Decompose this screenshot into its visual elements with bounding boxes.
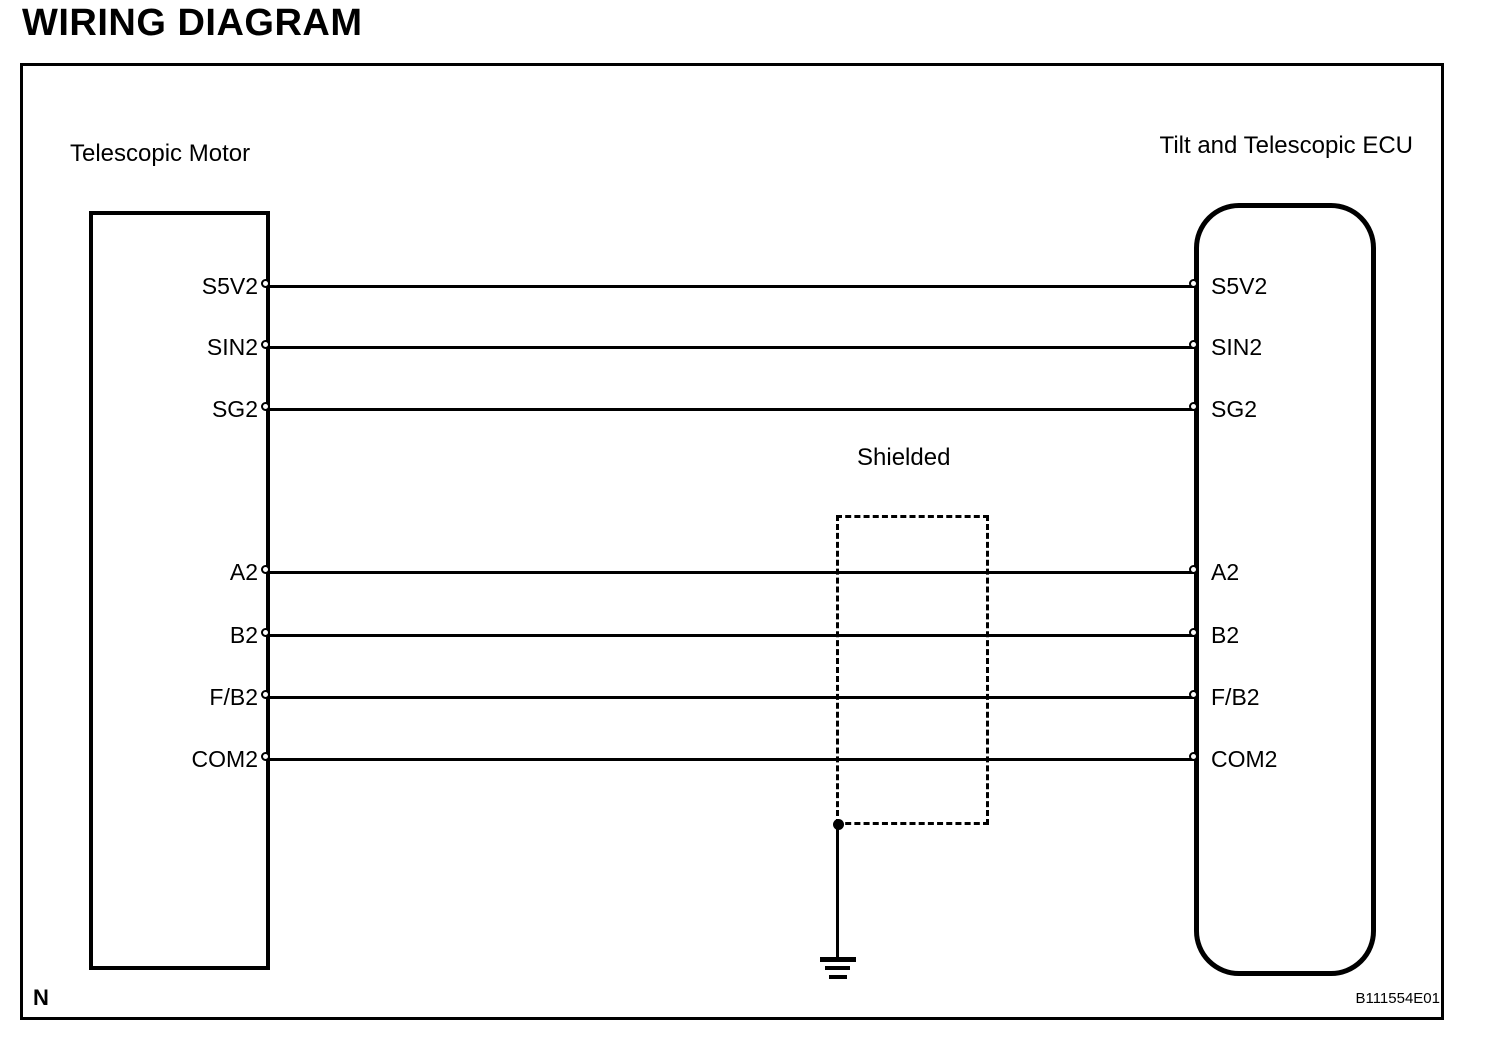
pin-ecu-sg2 — [1189, 402, 1198, 411]
tilt-telescopic-ecu-label: Tilt and Telescopic ECU — [1159, 132, 1413, 159]
pin-motor-sin2 — [261, 340, 270, 349]
diagram-frame — [20, 63, 1444, 1020]
pin-label-motor-a2: A2 — [229, 559, 258, 585]
wire-sin2 — [270, 346, 1196, 349]
pin-label-ecu-fb2: F/B2 — [1211, 684, 1260, 710]
page-title: WIRING DIAGRAM — [22, 2, 363, 44]
pin-label-motor-com2: COM2 — [191, 746, 258, 772]
wire-s5v2 — [270, 285, 1196, 288]
figure-code: B111554E01 — [1355, 990, 1440, 1007]
pin-label-motor-sg2: SG2 — [211, 396, 258, 422]
shield-ground-junction-dot — [833, 819, 844, 830]
pin-label-ecu-a2: A2 — [1211, 559, 1240, 585]
note-label: N — [33, 985, 49, 1010]
wire-fb2 — [270, 696, 1196, 699]
pin-motor-b2 — [261, 628, 270, 637]
pin-label-ecu-sin2: SIN2 — [1211, 334, 1263, 360]
shield-label: Shielded — [857, 444, 951, 471]
pin-motor-a2 — [261, 565, 270, 574]
pin-ecu-sin2 — [1189, 340, 1198, 349]
pin-label-motor-fb2: F/B2 — [209, 684, 258, 710]
ground-symbol-icon — [820, 957, 856, 962]
shield-boundary-dashed-box — [836, 515, 989, 825]
pin-motor-sg2 — [261, 402, 270, 411]
pin-ecu-s5v2 — [1189, 279, 1198, 288]
wire-b2 — [270, 634, 1196, 637]
pin-label-motor-s5v2: S5V2 — [201, 273, 258, 299]
wire-a2 — [270, 571, 1196, 574]
wire-com2 — [270, 758, 1196, 761]
pin-label-ecu-b2: B2 — [1211, 622, 1240, 648]
pin-ecu-com2 — [1189, 752, 1198, 761]
pin-motor-s5v2 — [261, 279, 270, 288]
telescopic-motor-label: Telescopic Motor — [70, 140, 251, 167]
ground-wire — [836, 824, 839, 958]
pin-motor-fb2 — [261, 690, 270, 699]
pin-ecu-b2 — [1189, 628, 1198, 637]
pin-label-motor-sin2: SIN2 — [206, 334, 258, 360]
pin-label-motor-b2: B2 — [229, 622, 258, 648]
tilt-telescopic-ecu-box — [1194, 203, 1376, 976]
telescopic-motor-box — [89, 211, 270, 970]
pin-label-ecu-s5v2: S5V2 — [1211, 273, 1268, 299]
ground-symbol-icon — [825, 966, 850, 970]
ground-symbol-icon — [829, 975, 847, 979]
pin-ecu-a2 — [1189, 565, 1198, 574]
pin-label-ecu-sg2: SG2 — [1211, 396, 1258, 422]
wire-sg2 — [270, 408, 1196, 411]
pin-motor-com2 — [261, 752, 270, 761]
pin-label-ecu-com2: COM2 — [1211, 746, 1278, 772]
pin-ecu-fb2 — [1189, 690, 1198, 699]
